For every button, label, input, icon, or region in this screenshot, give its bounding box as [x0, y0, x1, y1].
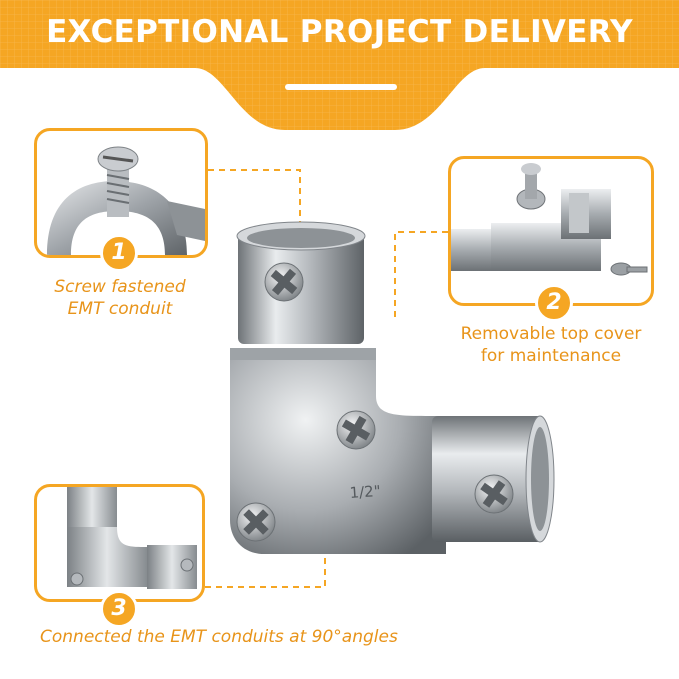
screw-icon — [264, 262, 304, 302]
callout-1-line1: Screw fastened — [54, 277, 186, 297]
callout-caption-1: Screw fastened EMT conduit — [22, 276, 218, 320]
screw-icon — [236, 502, 276, 542]
callout-1-line2: EMT conduit — [67, 299, 173, 319]
page-title: EXCEPTIONAL PROJECT DELIVERY — [46, 14, 633, 50]
callout-2-line2: for maintenance — [480, 346, 622, 366]
callout-box-1 — [34, 128, 208, 258]
callout-badge-1: 1 — [100, 234, 138, 272]
callout-badge-2: 2 — [535, 284, 573, 322]
open-cover-image — [451, 163, 648, 276]
title-underline — [285, 84, 397, 90]
callout-caption-2: Removable top cover for maintenance — [436, 323, 666, 367]
elbow-fitting-image: 1/2" — [230, 221, 555, 554]
callout-2-line1: Removable top cover — [460, 324, 642, 344]
size-mark: 1/2" — [349, 482, 381, 502]
elbow-angle-image — [67, 487, 197, 589]
screw-icon — [336, 410, 376, 450]
callout-badge-3: 3 — [100, 590, 138, 628]
screw-icon — [474, 474, 514, 514]
header-banner — [0, 0, 679, 130]
callout-box-3 — [34, 484, 205, 602]
screw-closeup-image — [47, 146, 205, 255]
callout-caption-3: Connected the EMT conduits at 90°angles — [40, 627, 398, 647]
